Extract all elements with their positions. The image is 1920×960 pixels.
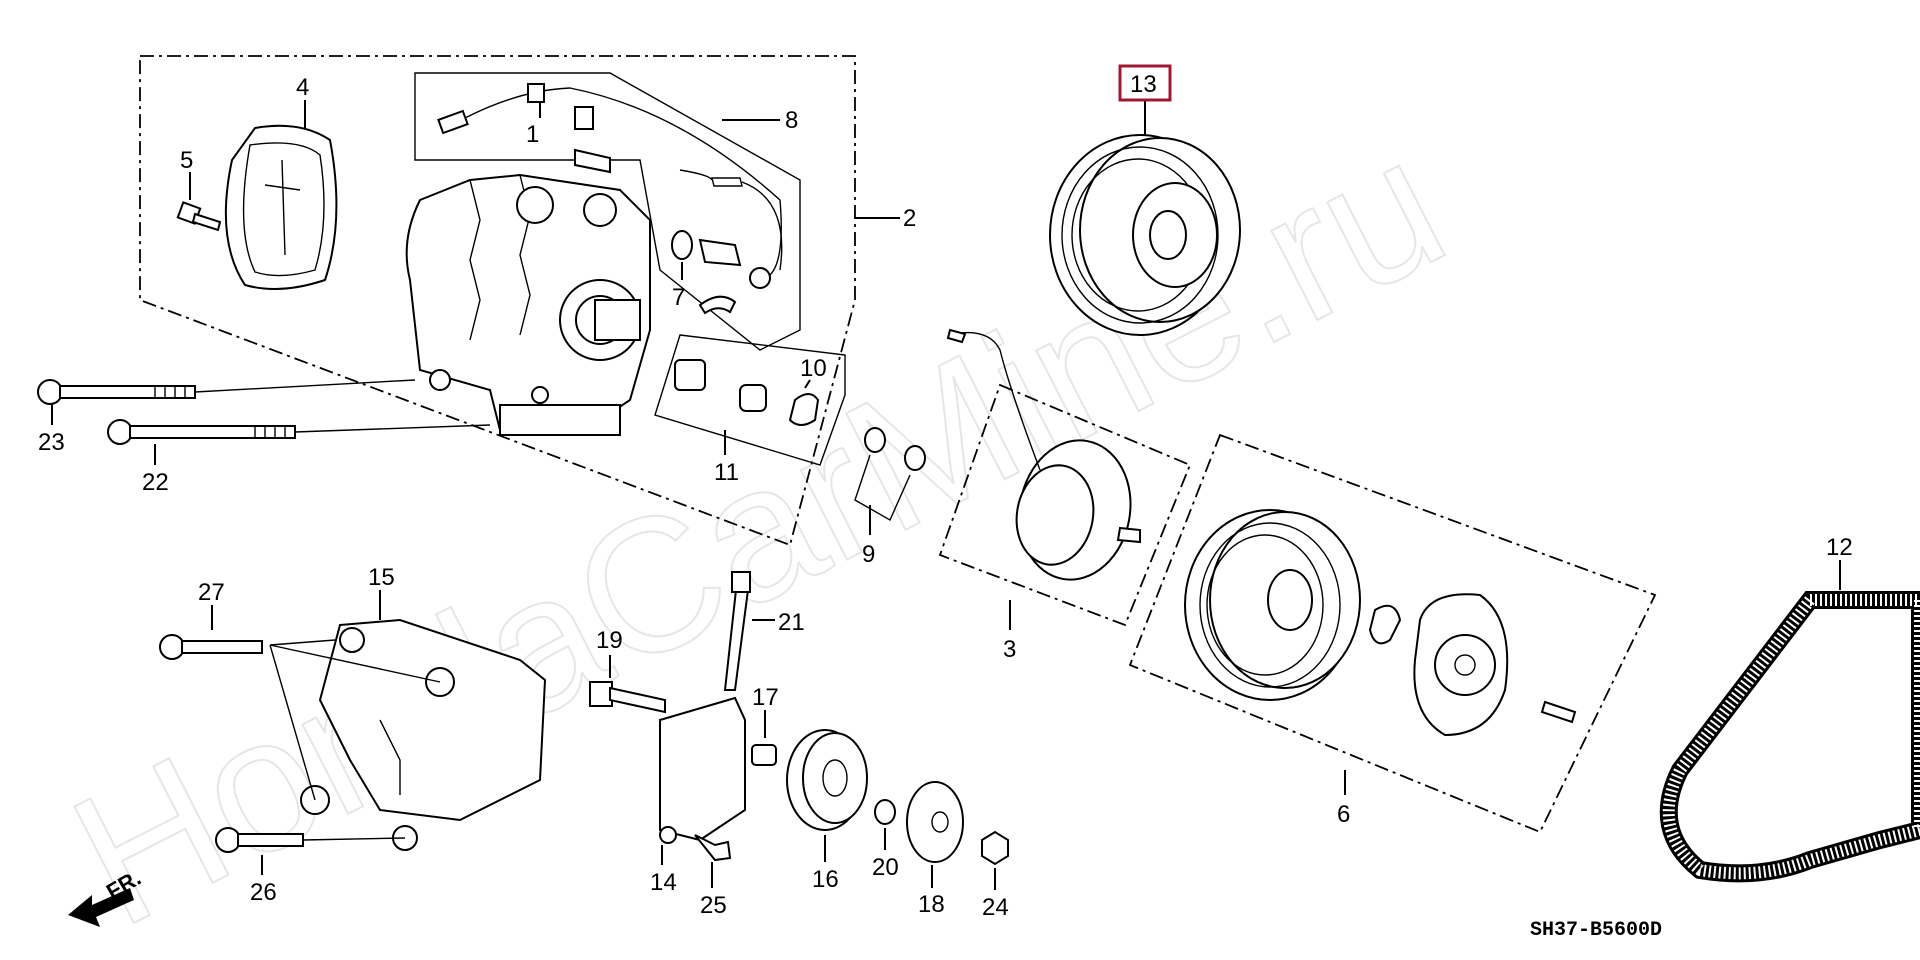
- label-23: 23: [38, 429, 65, 456]
- label-9: 9: [862, 541, 875, 568]
- label-15: 15: [368, 564, 395, 591]
- harness-subgroup-outline: [414, 72, 801, 351]
- label-1: 1: [526, 121, 539, 148]
- nut-24[interactable]: [981, 830, 1009, 866]
- label-11: 11: [714, 459, 739, 486]
- compressor-bolt-23[interactable]: [37, 379, 196, 405]
- idler-pulley-16[interactable]: [786, 729, 868, 831]
- label-16: 16: [812, 866, 839, 893]
- front-direction-arrow: [68, 888, 134, 927]
- diagram-code: SH37-B5600D: [1530, 919, 1662, 942]
- bolt-25[interactable]: [694, 834, 732, 862]
- label-14: 14: [650, 869, 677, 896]
- clutch-pulley[interactable]: [1184, 509, 1402, 701]
- label-2: 2: [903, 205, 916, 232]
- armature-plate[interactable]: [1413, 593, 1509, 737]
- label-7: 7: [672, 284, 685, 311]
- oring-seal[interactable]: [671, 169, 783, 315]
- compressor-body[interactable]: [405, 173, 651, 436]
- label-19: 19: [596, 627, 623, 654]
- label-24: 24: [982, 894, 1009, 921]
- label-20: 20: [872, 854, 899, 881]
- label-4: 4: [296, 74, 309, 101]
- label-6: 6: [1337, 801, 1350, 828]
- label-17: 17: [752, 684, 779, 711]
- label-21: 21: [778, 609, 805, 636]
- shims[interactable]: [864, 427, 926, 471]
- bracket-bolt-27[interactable]: [159, 634, 263, 660]
- bracket-bolt-26[interactable]: [215, 827, 304, 853]
- compressor-group-outline: [139, 55, 856, 547]
- shaft-seal-parts[interactable]: [674, 359, 820, 426]
- label-12: 12: [1826, 534, 1853, 561]
- label-5: 5: [180, 147, 193, 174]
- label-18: 18: [918, 891, 945, 918]
- clutch-group-outline: [1128, 433, 1657, 834]
- idler-bracket-14[interactable]: [659, 696, 746, 844]
- adjust-bolt-21[interactable]: [723, 571, 751, 691]
- field-coil[interactable]: [946, 328, 1141, 588]
- label-25: 25: [700, 892, 727, 919]
- washer-20[interactable]: [874, 799, 896, 825]
- label-8: 8: [785, 107, 798, 134]
- compressor-bolt-22[interactable]: [107, 419, 296, 445]
- label-13[interactable]: 13: [1130, 71, 1157, 98]
- bolt-19[interactable]: [589, 681, 666, 714]
- thermal-protector[interactable]: [437, 83, 782, 276]
- highlight-box-13[interactable]: [1118, 64, 1172, 102]
- compressor-bracket[interactable]: [300, 618, 547, 851]
- cover-18[interactable]: [906, 781, 964, 863]
- label-27: 27: [198, 579, 225, 606]
- shaft-seal-subgroup-outline: [654, 334, 846, 466]
- label-22: 22: [142, 469, 169, 496]
- collar-17[interactable]: [751, 744, 777, 766]
- cover-plate[interactable]: [224, 124, 338, 290]
- bolt-cover[interactable]: [176, 201, 222, 232]
- armature-bolt[interactable]: [1540, 700, 1577, 724]
- label-10: 10: [800, 355, 827, 382]
- field-coil-group-outline: [938, 383, 1192, 627]
- pulley-13[interactable]: [1049, 134, 1241, 336]
- label-26: 26: [250, 879, 277, 906]
- drive-belt[interactable]: [1659, 591, 1920, 883]
- label-3: 3: [1003, 636, 1016, 663]
